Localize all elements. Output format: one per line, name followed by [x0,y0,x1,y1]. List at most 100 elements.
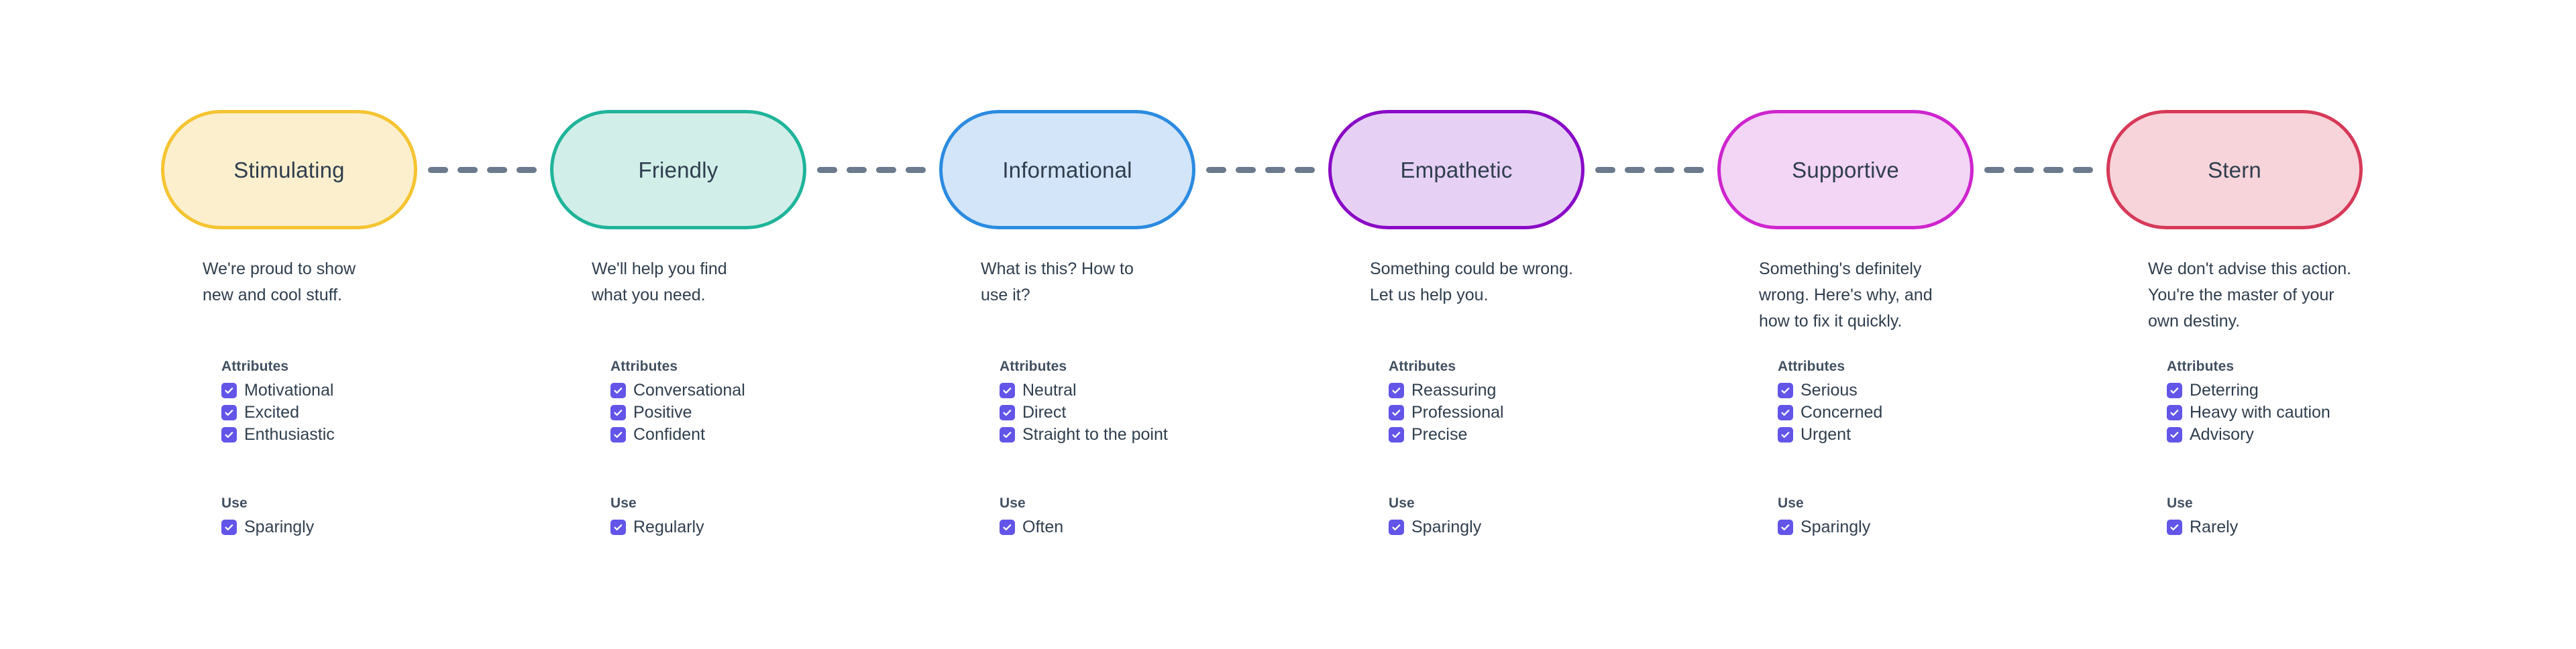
use-label: Sparingly [1801,518,1871,536]
attribute-checkbox-row[interactable]: Precise [1389,424,1704,446]
use-checkbox-row[interactable]: Regularly [610,516,926,538]
dashed-line-icon [1206,167,1327,173]
attribute-group-title: Attributes [1389,359,1456,374]
checkmark-icon[interactable] [1000,405,1015,420]
dash-segment [2043,167,2063,173]
attribute-label: Precise [1411,425,1468,444]
checkmark-icon[interactable] [1389,427,1404,442]
attribute-checkbox-row[interactable]: Excited [221,402,537,424]
checkmark-icon[interactable] [221,520,237,535]
checkmark-icon[interactable] [2167,405,2182,420]
checkmark-icon[interactable] [1778,427,1793,442]
attribute-label: Professional [1411,403,1504,422]
checkmark-icon[interactable] [1000,383,1015,398]
checkmark-icon[interactable] [610,405,626,420]
stage-pill[interactable]: Supportive [1717,110,1974,229]
stage-description: What is this? How to use it? [981,259,1134,304]
dash-segment [487,167,507,173]
attribute-label: Concerned [1801,403,1883,422]
attribute-checkbox-row[interactable]: Confident [610,424,926,446]
stage-pill[interactable]: Stern [2106,110,2363,229]
stage-pill[interactable]: Empathetic [1328,110,1585,229]
checkmark-icon[interactable] [1389,383,1404,398]
dash-segment [2014,167,2034,173]
use-group-title: Use [2167,495,2193,511]
checkmark-icon[interactable] [1389,405,1404,420]
attribute-checkbox-row[interactable]: Neutral [1000,379,1315,402]
dash-segment [1595,167,1615,173]
dashed-line-icon [428,167,549,173]
attribute-checkbox-row[interactable]: Concerned [1778,402,2093,424]
attribute-checkbox-row[interactable]: Deterring [2167,379,2482,402]
stage-description: Something's definitely wrong. Here's why… [1759,259,1933,331]
attribute-checkbox-row[interactable]: Motivational [221,379,537,402]
checkmark-icon[interactable] [2167,427,2182,442]
attribute-label: Heavy with caution [2190,403,2330,422]
stage-pill[interactable]: Stimulating [161,110,417,229]
attribute-group-title: Attributes [610,359,678,374]
stage-pill-label: Informational [1002,157,1132,182]
checkmark-icon[interactable] [2167,520,2182,535]
attribute-checkbox-row[interactable]: Serious [1778,379,2093,402]
attribute-label: Deterring [2190,381,2259,400]
use-checkbox-row[interactable]: Rarely [2167,516,2482,538]
use-group-title: Use [1000,495,1026,511]
dash-segment [906,167,926,173]
attribute-label: Advisory [2190,425,2254,444]
checkmark-icon[interactable] [1000,427,1015,442]
dash-segment [458,167,478,173]
checkmark-icon[interactable] [610,383,626,398]
stage-pill-label: Stimulating [233,157,345,182]
use-checkbox-row[interactable]: Sparingly [1778,516,2093,538]
use-label: Often [1022,518,1064,536]
stage-description: Something could be wrong. Let us help yo… [1370,259,1573,304]
attribute-checkbox-row[interactable]: Professional [1389,402,1704,424]
use-checkbox-row[interactable]: Sparingly [1389,516,1704,538]
stage-pill[interactable]: Friendly [550,110,806,229]
checkmark-icon[interactable] [221,405,237,420]
attribute-checkbox-row[interactable]: Urgent [1778,424,2093,446]
use-checkbox-row[interactable]: Often [1000,516,1315,538]
attribute-checkbox-row[interactable]: Straight to the point [1000,424,1315,446]
checkmark-icon[interactable] [1778,383,1793,398]
use-group-title: Use [1778,495,1804,511]
dash-segment [876,167,896,173]
attribute-checkbox-row[interactable]: Heavy with caution [2167,402,2482,424]
attribute-group-title: Attributes [1778,359,1845,374]
checkmark-icon[interactable] [610,520,626,535]
attribute-label: Serious [1801,381,1858,400]
checkmark-icon[interactable] [610,427,626,442]
stage-pill-label: Empathetic [1400,157,1513,182]
checkmark-icon[interactable] [1778,520,1793,535]
attribute-checkbox-row[interactable]: Advisory [2167,424,2482,446]
use-label: Sparingly [1411,518,1482,536]
attribute-checkbox-row[interactable]: Direct [1000,402,1315,424]
attribute-label: Urgent [1801,425,1851,444]
checkmark-icon[interactable] [221,383,237,398]
stage-description: We're proud to show new and cool stuff. [203,259,356,304]
checkmark-icon[interactable] [1778,405,1793,420]
attribute-checkbox-row[interactable]: Positive [610,402,926,424]
checkmark-icon[interactable] [1389,520,1404,535]
checkmark-icon[interactable] [2167,383,2182,398]
checkmark-icon[interactable] [221,427,237,442]
use-group-title: Use [221,495,248,511]
use-checkbox-row[interactable]: Sparingly [221,516,537,538]
use-label: Rarely [2190,518,2239,536]
attribute-checkbox-row[interactable]: Reassuring [1389,379,1704,402]
stage-pill-label: Stern [2208,157,2261,182]
attribute-group-title: Attributes [1000,359,1067,374]
stage-pill[interactable]: Informational [939,110,1195,229]
attribute-checkbox-row[interactable]: Conversational [610,379,926,402]
attribute-checkbox-row[interactable]: Enthusiastic [221,424,537,446]
checkmark-icon[interactable] [1000,520,1015,535]
dash-segment [1684,167,1704,173]
